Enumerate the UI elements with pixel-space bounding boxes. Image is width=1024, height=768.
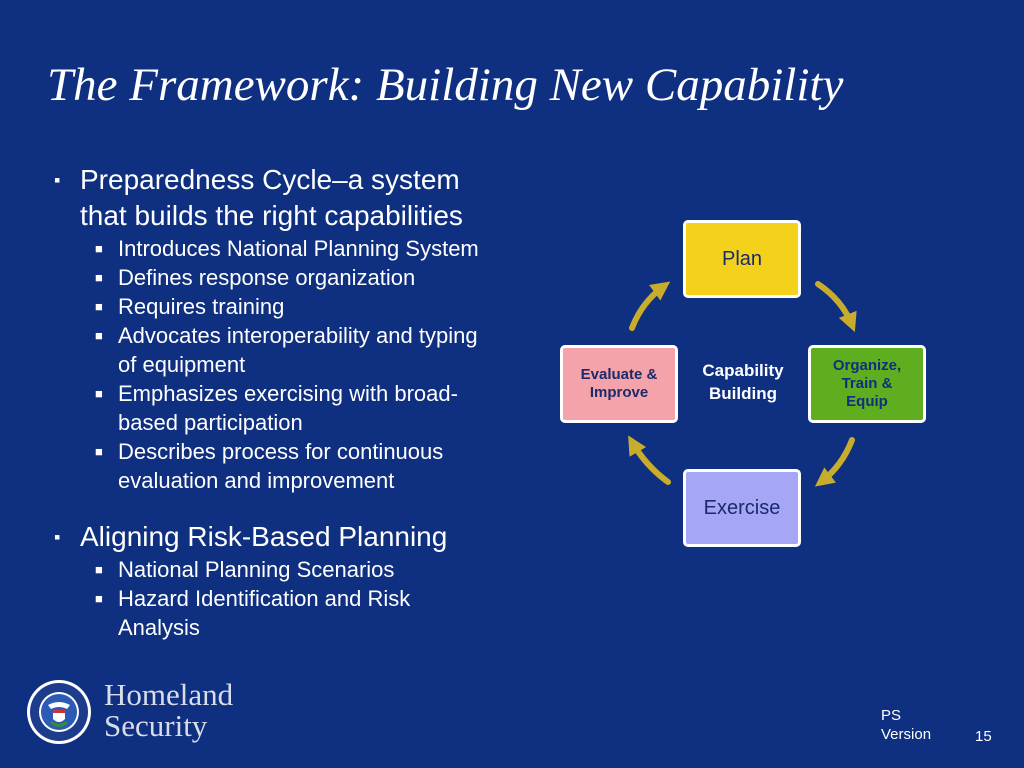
sub-bullet: ■ Introduces National Planning System	[52, 234, 532, 263]
center-label-line: Building	[709, 384, 777, 403]
center-label-line: Capability	[702, 361, 784, 380]
bullet-text: Preparedness Cycle–a system	[80, 164, 460, 195]
cycle-step-label: Improve	[589, 384, 649, 401]
sub-bullet: ■ Advocates interoperability and typing …	[52, 321, 532, 379]
bullet-text: that builds the right capabilities	[80, 200, 463, 231]
sub-bullet-text: Describes process for continuous	[118, 439, 444, 464]
sub-bullet-text: Hazard Identification and Risk	[118, 586, 411, 611]
cycle-step-exercise: Exercise	[683, 469, 801, 547]
sub-bullet: ■ Requires training	[52, 292, 532, 321]
cycle-step-plan: Plan	[683, 220, 801, 298]
square-bullet-icon: ■	[95, 270, 103, 285]
cycle-step-label: Plan	[721, 247, 763, 270]
version-label: PS Version	[881, 706, 931, 744]
bullet-preparedness-cycle: ▪ Preparedness Cycle–a system that build…	[52, 162, 532, 234]
logo-wordmark: Homeland Security	[104, 679, 233, 741]
version-line: PS	[881, 707, 902, 724]
bullet-list: ▪ Preparedness Cycle–a system that build…	[52, 162, 532, 642]
sub-bullet-text: Emphasizes exercising with broad-	[118, 381, 458, 406]
logo-line: Security	[104, 708, 208, 743]
sub-bullet-text: based participation	[118, 410, 303, 435]
sub-bullet-text: evaluation and improvement	[118, 468, 395, 493]
square-bullet-icon: ▪	[54, 170, 61, 190]
square-bullet-icon: ■	[95, 299, 103, 314]
sub-bullet-text: Introduces National Planning System	[118, 236, 479, 261]
arrow-organize-to-exercise-icon	[814, 437, 855, 487]
logo-line: Homeland	[104, 677, 234, 712]
bullet-risk-based-planning: ▪ Aligning Risk-Based Planning	[52, 519, 532, 555]
slide-title: The Framework: Building New Capability	[47, 59, 844, 111]
cycle-step-evaluate: Evaluate & Improve	[560, 345, 678, 423]
dhs-seal-icon	[27, 680, 91, 744]
sub-bullet: ■ National Planning Scenarios	[52, 555, 532, 584]
cycle-center-label: Capability Building	[686, 359, 800, 405]
arrow-plan-to-organize-icon	[815, 281, 857, 333]
arrow-evaluate-to-plan-icon	[629, 281, 671, 331]
cycle-step-label: Train &	[841, 375, 893, 392]
cycle-step-label: Evaluate &	[580, 366, 658, 383]
sub-bullet: ■ Describes process for continuous evalu…	[52, 437, 532, 495]
square-bullet-icon: ■	[95, 328, 103, 343]
sub-bullet-text: Defines response organization	[118, 265, 416, 290]
bullet-text: Aligning Risk-Based Planning	[80, 521, 448, 552]
square-bullet-icon: ■	[95, 444, 103, 459]
sub-bullet: ■ Defines response organization	[52, 263, 532, 292]
sub-bullet-text: National Planning Scenarios	[118, 557, 395, 582]
sub-bullet-text: Analysis	[118, 615, 200, 640]
square-bullet-icon: ■	[95, 241, 103, 256]
version-line: Version	[881, 726, 932, 743]
sub-bullet: ■ Hazard Identification and Risk Analysi…	[52, 584, 532, 642]
sub-bullet: ■ Emphasizes exercising with broad- base…	[52, 379, 532, 437]
square-bullet-icon: ▪	[54, 527, 61, 547]
cycle-step-label: Exercise	[703, 496, 781, 519]
page-number: 15	[975, 728, 992, 745]
cycle-step-label: Organize,	[832, 357, 902, 374]
arrow-exercise-to-evaluate-icon	[628, 435, 671, 485]
cycle-step-label: Equip	[846, 393, 888, 410]
sub-bullet-text: of equipment	[118, 352, 246, 377]
cycle-step-organize: Organize, Train & Equip	[808, 345, 926, 423]
square-bullet-icon: ■	[95, 562, 103, 577]
homeland-security-logo: Homeland Security	[26, 679, 266, 749]
sub-bullet-text: Advocates interoperability and typing	[118, 323, 478, 348]
square-bullet-icon: ■	[95, 386, 103, 401]
square-bullet-icon: ■	[95, 591, 103, 606]
sub-bullet-text: Requires training	[118, 294, 285, 319]
